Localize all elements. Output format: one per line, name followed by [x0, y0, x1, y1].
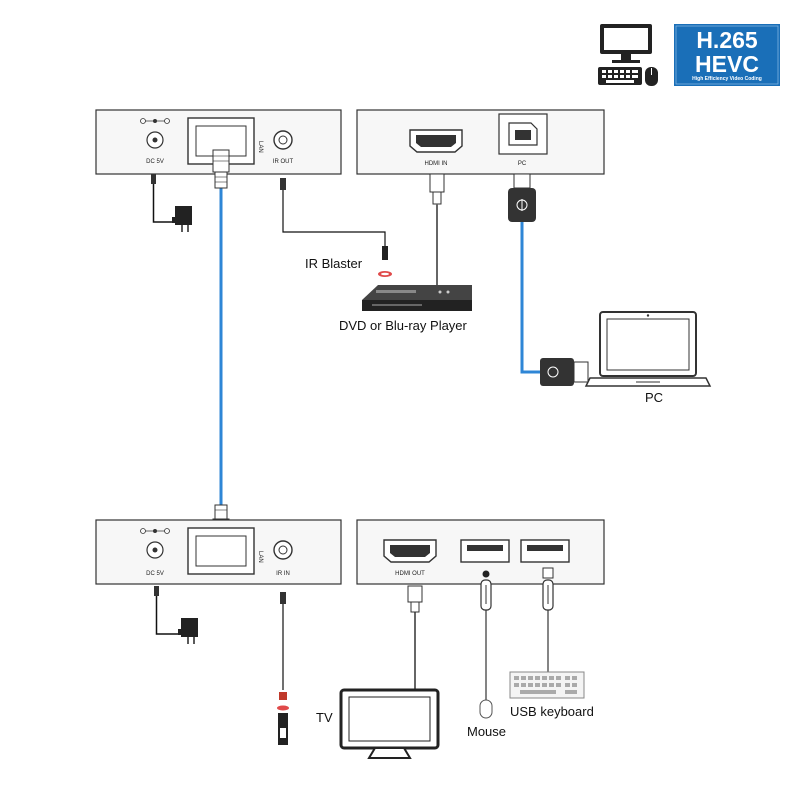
rx-lan-port: [187, 527, 255, 575]
tv-icon: [339, 688, 440, 759]
mouse-label: Mouse: [467, 724, 506, 739]
laptop-icon: [584, 311, 712, 387]
desktop-computer-icon: [600, 24, 652, 63]
ir-out-jack: [273, 130, 293, 150]
dvd-label: DVD or Blu-ray Player: [339, 318, 468, 333]
keyboard-device-icon: [509, 671, 585, 699]
receiver-right-unit: HDMI OUT: [356, 519, 605, 585]
ir-in-jack: [273, 540, 293, 560]
mouse-icon: [645, 67, 658, 86]
ir-out-label: IR OUT: [273, 159, 294, 165]
usb-plug-keyboard: [542, 567, 554, 672]
transmitter-right-unit: HDMI IN PC: [356, 109, 605, 175]
mouse-device-icon: [479, 699, 493, 719]
pc-port-label: PC: [518, 161, 527, 167]
badge-title: H.265: [696, 27, 758, 53]
usb-plug-mouse: [480, 570, 492, 700]
hdmi-plug-tv: [407, 585, 423, 690]
badge-subtitle: HEVC: [695, 51, 759, 77]
receiver-left-unit: DC 5V LAN IR IN: [95, 519, 342, 585]
tx-dc-label: DC 5V: [146, 159, 164, 165]
tx-lan-label: LAN: [257, 141, 263, 153]
rj45-plug-top: [212, 149, 230, 189]
ir-blaster-icon: [280, 178, 392, 277]
hdmi-plug-dvd: [429, 173, 445, 285]
power-adapter-icon: [151, 174, 192, 232]
dvd-player-icon: [362, 285, 472, 311]
badge-caption: High Efficiency Video Coding: [692, 76, 762, 82]
hdmi-in-label: HDMI IN: [425, 161, 448, 167]
usb-cable: [520, 222, 542, 374]
tv-label: TV: [316, 710, 333, 725]
keyboard-icon: [598, 67, 642, 85]
pc-label: PC: [645, 390, 663, 405]
keyboard-label: USB keyboard: [510, 704, 594, 719]
ir-receiver-icon: [277, 592, 289, 745]
ir-in-label: IR IN: [276, 571, 290, 577]
usb-a-plug-pc: [540, 358, 589, 386]
hevc-badge: H.265 HEVC High Efficiency Video Coding: [674, 24, 780, 86]
usb-b-plug: [508, 173, 536, 222]
power-adapter-icon: [154, 586, 198, 644]
rx-lan-label: LAN: [257, 551, 263, 563]
rx-dc-label: DC 5V: [146, 571, 164, 577]
ir-blaster-label: IR Blaster: [305, 256, 363, 271]
hdmi-out-label: HDMI OUT: [395, 571, 425, 577]
